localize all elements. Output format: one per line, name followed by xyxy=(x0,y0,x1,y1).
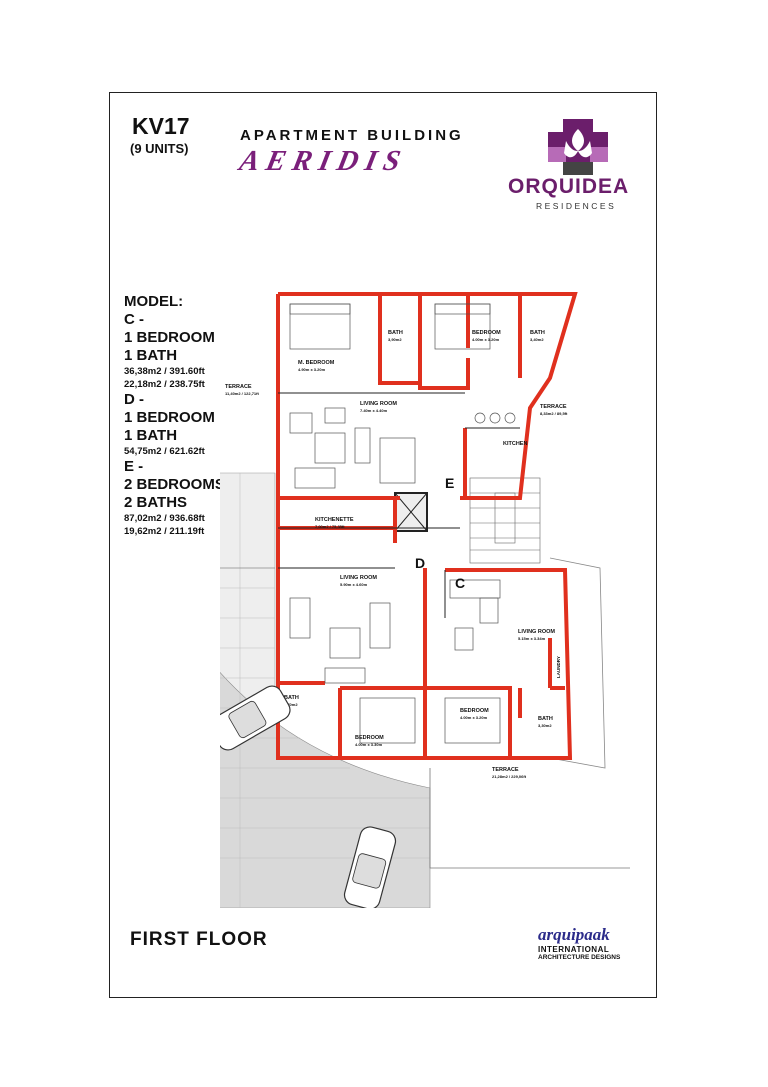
paving-area xyxy=(220,472,431,908)
dim-terrace-right: 8,33m2 / 89,5ft xyxy=(540,411,568,416)
unit-count: (9 UNITS) xyxy=(130,141,189,156)
label-bedroom-br: BEDROOM xyxy=(460,708,489,714)
right-terrace-outline xyxy=(549,557,606,769)
model-c-area2: 22,18m2 / 238.75ft xyxy=(124,379,205,390)
model-d-area1: 54,75m2 / 621.62ft xyxy=(124,446,205,457)
car-icon xyxy=(220,685,291,751)
building-label: APARTMENT BUILDING xyxy=(240,127,464,144)
model-heading: MODEL: xyxy=(124,293,184,310)
architect-line1: INTERNATIONAL xyxy=(538,945,610,954)
dim-living-mid: 5.90m x 4.60m xyxy=(340,582,368,587)
label-terrace-bottom: TERRACE xyxy=(492,767,519,773)
furniture xyxy=(289,303,516,744)
model-e-baths: 2 BATHS xyxy=(124,494,188,511)
architect-credit: arquipaak INTERNATIONAL ARCHITECTURE DES… xyxy=(538,925,620,961)
unit-walls xyxy=(276,292,578,760)
dim-m-bedroom: 4.90m x 3.20m xyxy=(298,367,326,372)
dim-living-right: 5.15m x 3.34m xyxy=(518,636,546,641)
label-terrace-right: TERRACE xyxy=(540,404,567,410)
model-c-baths: 1 BATH xyxy=(124,347,178,364)
label-bedroom-top: BEDROOM xyxy=(472,330,501,336)
dim-bath-2: 3,40m2 xyxy=(530,337,544,342)
model-d-letter: D - xyxy=(124,391,144,408)
dim-bath-1: 3,90m2 xyxy=(388,337,402,342)
model-e-letter: E - xyxy=(124,458,144,475)
plan-sheet: KV17 (9 UNITS) APARTMENT BUILDING AERIDI… xyxy=(109,92,657,998)
floor-plan: E D C M. BEDROOM 4.90m x 3.20m BATH 3,90… xyxy=(220,292,630,908)
label-m-bedroom: M. BEDROOM xyxy=(298,360,335,366)
site-boundary xyxy=(429,768,630,869)
label-living-right: LIVING ROOM xyxy=(518,629,555,635)
model-e-area2: 19,62m2 / 211.19ft xyxy=(124,526,205,537)
brand-tagline: RESIDENCES xyxy=(536,201,617,211)
orchid-logo-icon xyxy=(548,119,608,175)
model-e-area1: 87,02m2 / 936.68ft xyxy=(124,513,205,524)
label-bath-4: BATH xyxy=(538,716,553,722)
label-laundry: LAUNDRY xyxy=(556,656,561,678)
unit-letter-c: C xyxy=(455,575,465,591)
staircase xyxy=(469,477,541,564)
model-d-rooms: 1 BEDROOM xyxy=(124,409,215,426)
car-icon xyxy=(343,826,397,908)
dim-bath-3: 4,70m2 xyxy=(284,702,298,707)
label-bath-2: BATH xyxy=(530,330,545,336)
model-c-area1: 36,38m2 / 391.60ft xyxy=(124,366,205,377)
model-d-baths: 1 BATH xyxy=(124,427,178,444)
left-terrace-outline xyxy=(220,567,275,569)
label-living-mid: LIVING ROOM xyxy=(340,575,377,581)
label-kitchenette: KITCHENETTE xyxy=(315,517,354,523)
interior-walls xyxy=(278,392,520,618)
brand-name: ORQUIDEA xyxy=(508,175,630,198)
model-e-rooms: 2 BEDROOMS xyxy=(124,476,225,493)
project-code: KV17 xyxy=(132,113,190,139)
unit-letter-d: D xyxy=(415,555,425,571)
dim-terrace-bottom: 21,28m2 / 229,06ft xyxy=(492,774,527,779)
label-bedroom-bl: BEDROOM xyxy=(355,735,384,741)
dim-living-top: 7.40m x 4.40m xyxy=(360,408,388,413)
label-bath-3: BATH xyxy=(284,695,299,701)
dim-kitchenette: 7,00m2 / 75,35ft xyxy=(315,524,345,529)
dim-bath-4: 3,30m2 xyxy=(538,723,552,728)
dim-bedroom-bl: 4.00m x 3.30m xyxy=(355,742,383,747)
label-terrace-left: TERRACE xyxy=(225,384,252,390)
label-bath-1: BATH xyxy=(388,330,403,336)
unit-letter-e: E xyxy=(445,475,454,491)
dim-bedroom-top: 4.00m x 3.20m xyxy=(472,337,500,342)
model-legend: MODEL: C - 1 BEDROOM 1 BATH 36,38m2 / 39… xyxy=(124,293,225,538)
dim-terrace-left: 11,40m2 / 122,71ft xyxy=(225,391,259,396)
model-c-rooms: 1 BEDROOM xyxy=(124,329,215,346)
floor-title: FIRST FLOOR xyxy=(130,929,268,950)
dim-bedroom-br: 4.00m x 3.20m xyxy=(460,715,488,720)
model-c-letter: C - xyxy=(124,311,144,328)
label-kitchen: KITCHEN xyxy=(503,441,527,447)
architect-line2: ARCHITECTURE DESIGNS xyxy=(538,954,621,961)
building-name: AERIDIS xyxy=(236,145,411,177)
architect-logo: arquipaak xyxy=(538,925,610,944)
label-living-top: LIVING ROOM xyxy=(360,401,397,407)
